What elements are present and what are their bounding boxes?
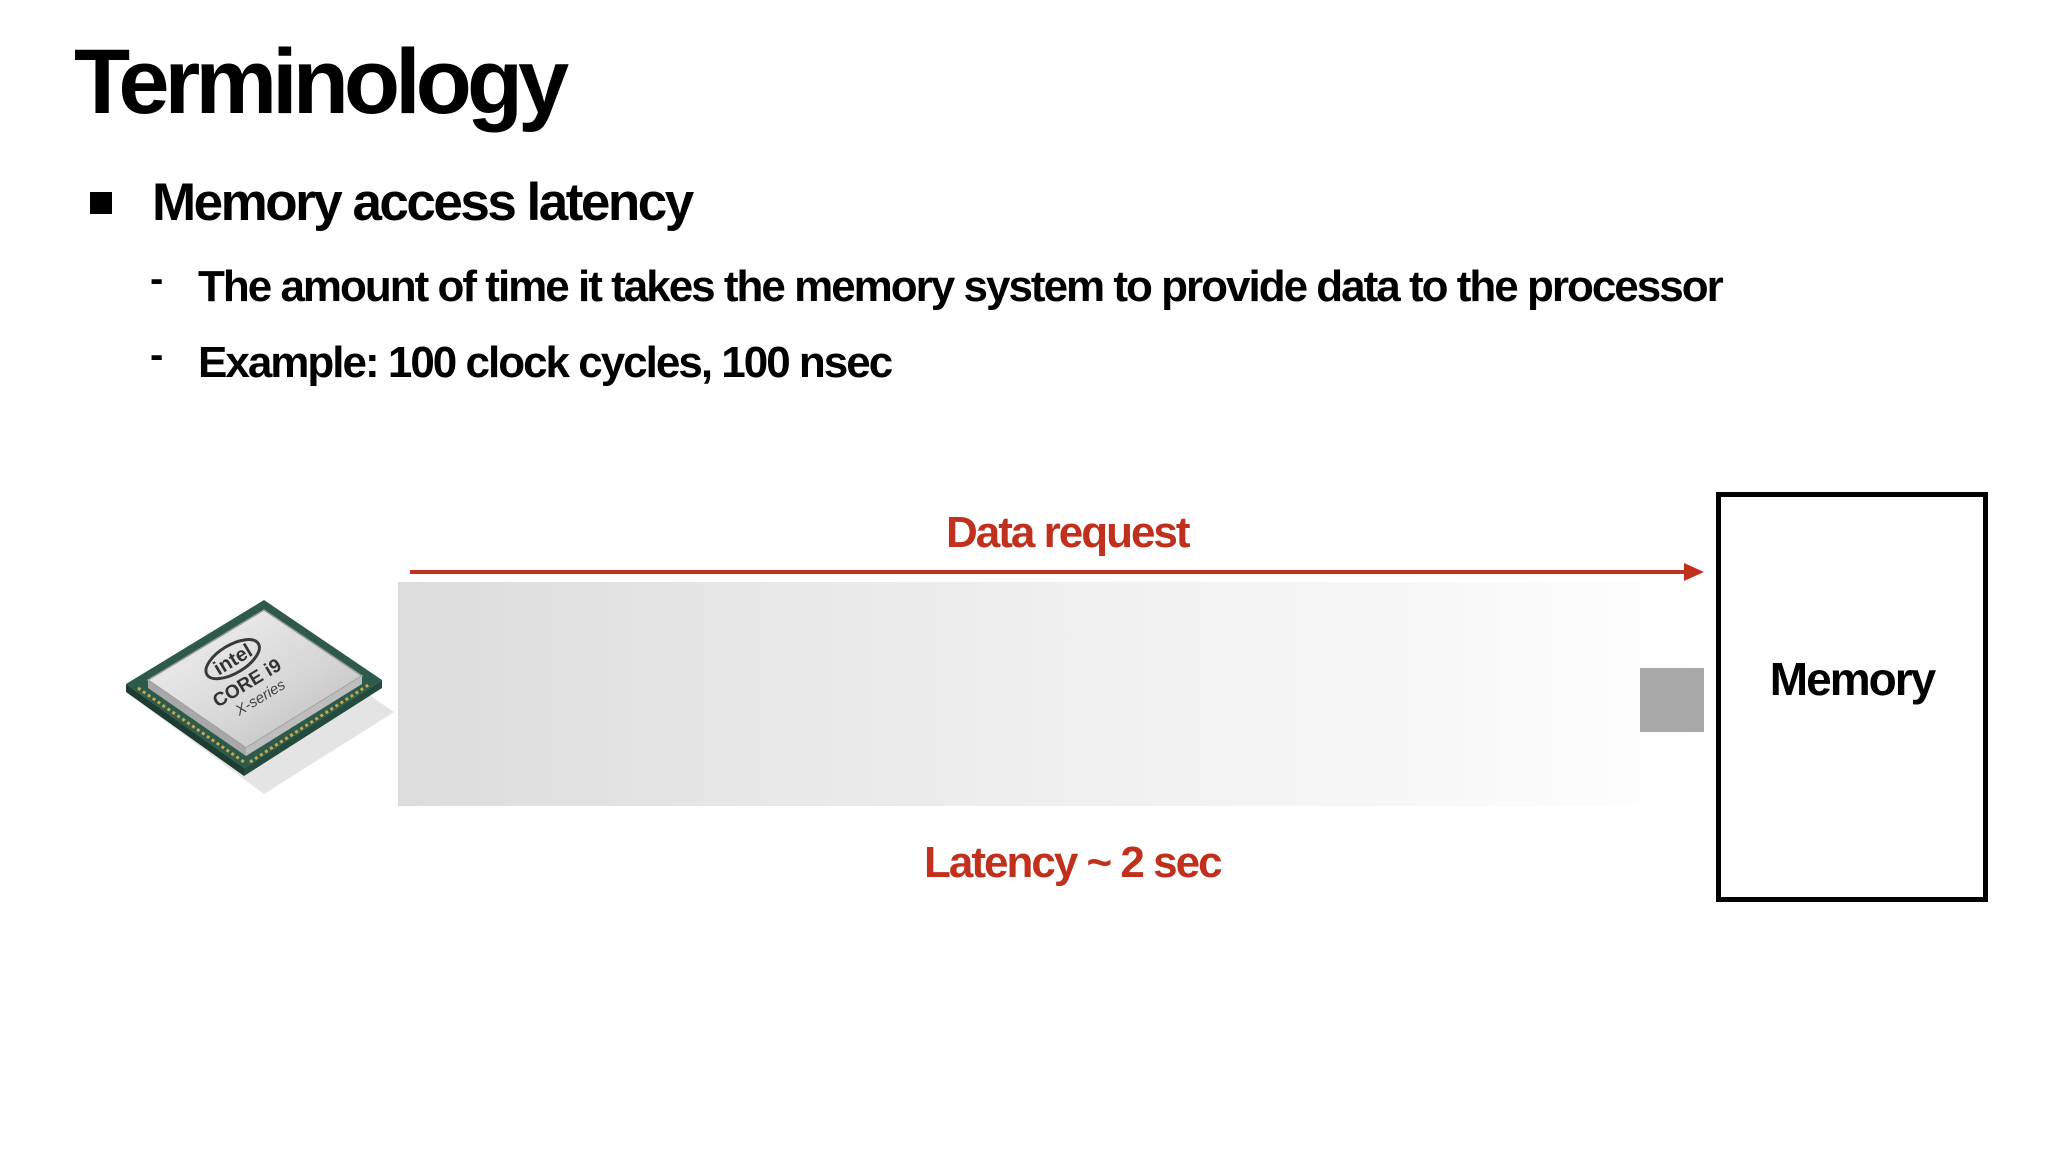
bullet-memory-access-latency: Memory access latency xyxy=(90,172,694,233)
bullet-text: Memory access latency xyxy=(152,173,694,232)
data-block xyxy=(1640,668,1704,732)
sub-bullet-text: Example: 100 clock cycles, 100 nsec xyxy=(198,338,893,387)
slide-title: Terminology xyxy=(74,31,569,133)
data-request-label: Data request xyxy=(946,508,1191,557)
sub-bullet-example: - Example: 100 clock cycles, 100 nsec xyxy=(150,333,893,388)
sub-bullet-definition: - The amount of time it takes the memory… xyxy=(150,257,1724,312)
latency-band xyxy=(398,582,1698,806)
dash-icon: - xyxy=(150,256,164,301)
cpu-chip-image: intel CORE i9 X-series xyxy=(118,580,398,816)
dash-icon: - xyxy=(150,332,164,377)
sub-bullet-text: The amount of time it takes the memory s… xyxy=(198,262,1724,311)
memory-label: Memory xyxy=(1769,653,1936,705)
arrowhead-icon xyxy=(1684,563,1704,581)
bullet-square-icon xyxy=(90,191,112,214)
memory-box: Memory xyxy=(1716,492,1988,902)
latency-label: Latency ~ 2 sec xyxy=(924,838,1223,887)
